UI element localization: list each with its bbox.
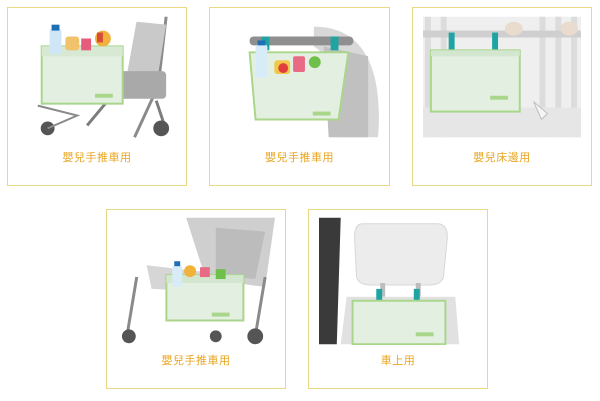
product-photo [220, 16, 379, 138]
product-photo [18, 16, 176, 138]
crib-side-illustration [423, 16, 581, 138]
product-photo [423, 16, 581, 138]
product-photo [117, 217, 275, 345]
car-seat-illustration [319, 217, 477, 345]
product-card-crib-side: 嬰兒床邊用 [412, 7, 592, 186]
product-card-stroller-front: 嬰兒手推車用 [7, 7, 187, 186]
stroller-front-illustration [18, 16, 176, 138]
stroller-seat-illustration [117, 217, 275, 345]
product-caption: 嬰兒手推車用 [161, 354, 231, 367]
product-caption: 車上用 [380, 354, 416, 367]
product-card-stroller-handle: 嬰兒手推車用 [209, 7, 390, 186]
product-caption: 嬰兒手推車用 [62, 151, 132, 164]
product-card-car-seat: 車上用 [308, 209, 488, 389]
product-photo [319, 217, 477, 345]
product-caption: 嬰兒手推車用 [265, 151, 334, 164]
stroller-handle-illustration [220, 16, 379, 138]
product-card-stroller-seat: 嬰兒手推車用 [106, 209, 286, 389]
product-caption: 嬰兒床邊用 [473, 151, 531, 164]
